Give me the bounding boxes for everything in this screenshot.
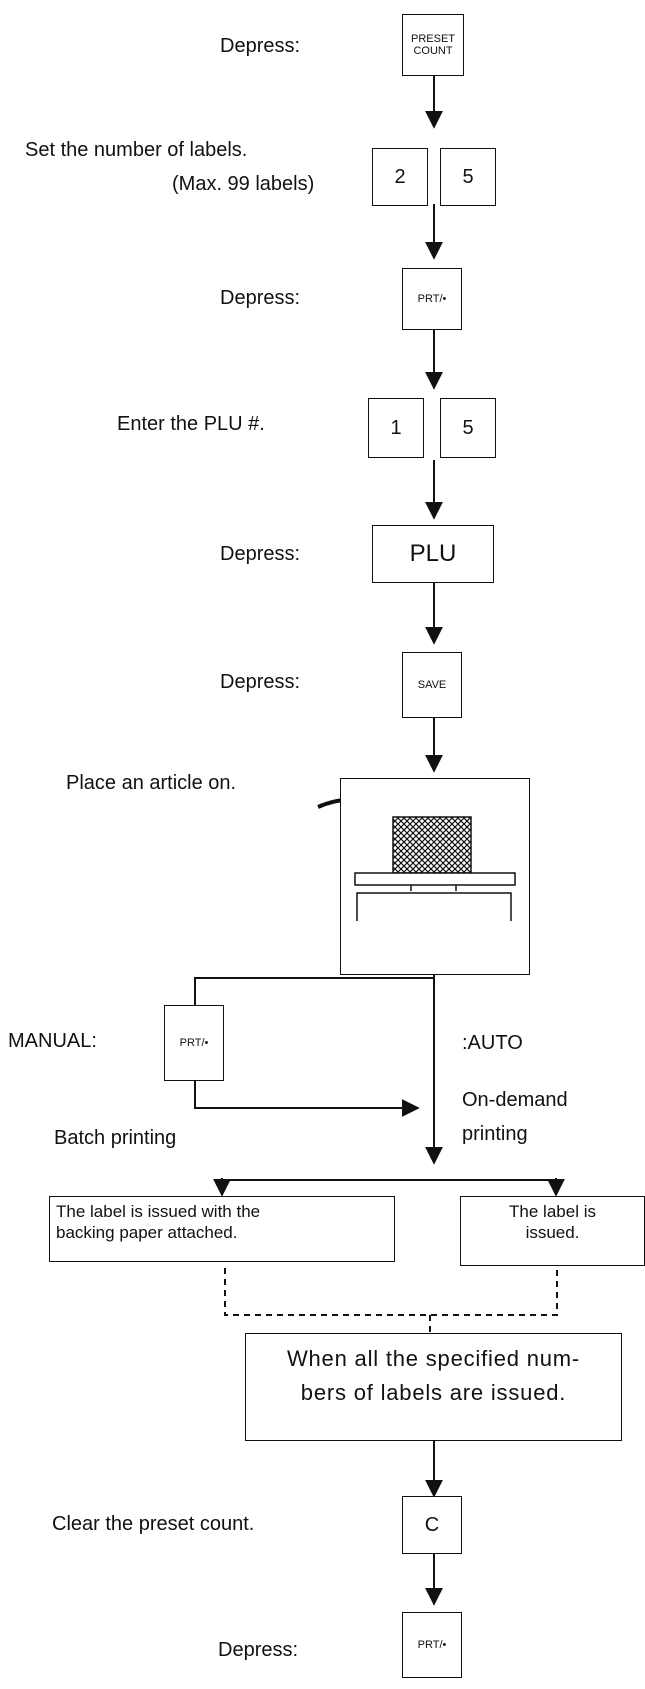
result-ondemand-box: The label is issued.: [460, 1196, 645, 1266]
plu-key[interactable]: PLU: [372, 525, 494, 583]
scale-platter: [355, 873, 515, 885]
completion-line1: When all the specified num-: [252, 1342, 615, 1376]
scale-icon: [341, 779, 528, 973]
final-print-key[interactable]: PRT/•: [402, 1612, 462, 1678]
result-ondemand-line1: The label is: [467, 1201, 638, 1222]
step3-label: Depress:: [220, 286, 300, 310]
print-key[interactable]: PRT/•: [402, 268, 462, 330]
clear-key[interactable]: C: [402, 1496, 462, 1554]
result-batch-line2: backing paper attached.: [56, 1222, 388, 1243]
digit-key-1[interactable]: 1: [368, 398, 424, 458]
digit-key-2[interactable]: 2: [372, 148, 428, 206]
result-batch-line1: The label is issued with the: [56, 1201, 388, 1222]
preset-count-key[interactable]: PRESET COUNT: [402, 14, 464, 76]
step9-label: Depress:: [218, 1638, 298, 1662]
completion-line2: bers of labels are issued.: [252, 1376, 615, 1410]
digit-key-5[interactable]: 5: [440, 148, 496, 206]
batch-printing-label: Batch printing: [54, 1126, 176, 1150]
preset-count-key-line2: COUNT: [413, 45, 452, 57]
manual-label: MANUAL:: [8, 1029, 97, 1053]
preset-count-key-line1: PRESET: [411, 33, 455, 45]
result-batch-box: The label is issued with the backing pap…: [49, 1196, 395, 1262]
step4-label: Enter the PLU #.: [117, 412, 265, 436]
result-ondemand-line2: issued.: [467, 1222, 638, 1243]
step1-label: Depress:: [220, 34, 300, 58]
step5-label: Depress:: [220, 542, 300, 566]
auto-label: :AUTO: [462, 1031, 523, 1055]
article-icon: [393, 817, 471, 873]
step7-label: Place an article on.: [66, 771, 236, 795]
scale-illustration-frame: [340, 778, 530, 975]
ondemand-label-line2: printing: [462, 1122, 528, 1146]
step2-label: Set the number of labels.: [25, 138, 247, 162]
save-key[interactable]: SAVE: [402, 652, 462, 718]
step8-label: Clear the preset count.: [52, 1512, 254, 1536]
digit-key-5b[interactable]: 5: [440, 398, 496, 458]
step2-note: (Max. 99 labels): [172, 172, 314, 196]
ondemand-label-line1: On-demand: [462, 1088, 568, 1112]
step6-label: Depress:: [220, 670, 300, 694]
manual-print-key[interactable]: PRT/•: [164, 1005, 224, 1081]
completion-box: When all the specified num- bers of labe…: [245, 1333, 622, 1441]
